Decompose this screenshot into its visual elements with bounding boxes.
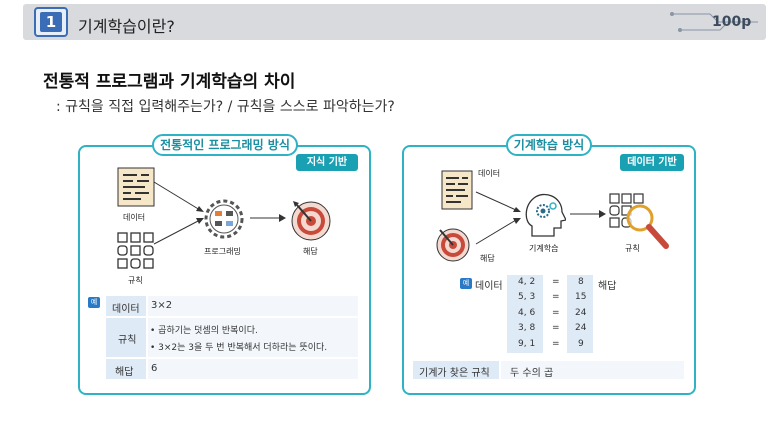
rules-grid-icon [117, 232, 154, 269]
answer-label: 해답 [480, 254, 495, 263]
subtitle: : 규칙을 직접 입력해주는가? / 규칙을 스스로 파악하는가? [56, 99, 395, 115]
knowledge-based-tag: 지식 기반 [296, 154, 358, 171]
data-based-tag: 데이터 기반 [620, 154, 684, 171]
document-icon [117, 167, 155, 207]
table-data-label: 데이터 [475, 281, 503, 292]
table-value: 3×2 [151, 300, 173, 311]
rules-magnifier-icon [609, 193, 669, 249]
pair-output: 9 [578, 339, 584, 349]
found-rule-value-cell [500, 360, 685, 380]
pair-output: 8 [578, 277, 584, 287]
arrows-to-programming [153, 181, 204, 245]
pair-equals: = [552, 277, 560, 287]
pair-output: 15 [575, 292, 587, 302]
section-number: 1 [40, 12, 62, 32]
example-badge: 예 [88, 297, 100, 308]
traditional-panel-tab: 전통적인 프로그래밍 방식 [152, 134, 298, 156]
section-number-badge: 1 [34, 7, 68, 37]
main-title: 전통적 프로그램과 기계학습의 차이 [43, 72, 296, 92]
pair-equals: = [552, 323, 560, 333]
pair-equals: = [552, 308, 560, 318]
table-value: 6 [151, 363, 158, 374]
circuit-decoration-icon [670, 12, 758, 32]
rule-label: 규칙 [128, 276, 143, 285]
pair-input: 3, 8 [518, 323, 536, 333]
machine-learning-label: 기계학습 [529, 244, 559, 253]
found-rule-label: 기계가 찾은 규칙 [419, 368, 490, 379]
pair-input: 5, 3 [518, 292, 536, 302]
arrows-to-ml [475, 191, 521, 245]
found-rule-value: 두 수의 곱 [510, 368, 554, 379]
pair-input: 4, 6 [518, 308, 536, 318]
table-value-cell [147, 358, 359, 380]
page-number: 100p [712, 14, 752, 30]
table-answer-label: 해답 [598, 281, 617, 292]
found-rule-key-cell [412, 360, 500, 380]
pair-equals: = [552, 292, 560, 302]
pair-output: 24 [575, 323, 587, 333]
document-icon [441, 170, 473, 210]
pair-input: 9, 1 [518, 339, 536, 349]
table-key-cell [105, 295, 147, 317]
table-key: 규칙 [118, 335, 137, 346]
table-value-cell [147, 295, 359, 317]
pair-output: 24 [575, 308, 587, 318]
outputs-column [566, 274, 594, 354]
data-label: 데이터 [123, 213, 146, 222]
inputs-column [506, 274, 544, 354]
programming-gear-icon [204, 199, 244, 239]
section-header-bar [23, 4, 766, 40]
pair-input: 4, 2 [518, 277, 536, 287]
table-key-cell [105, 358, 147, 380]
target-icon [436, 228, 470, 262]
programming-label: 프로그래밍 [204, 247, 241, 256]
rule-label: 규칙 [625, 244, 640, 253]
brain-head-icon [525, 193, 566, 237]
table-value-cell [147, 317, 359, 358]
table-key: 데이터 [112, 304, 140, 315]
arrow-to-rule [570, 210, 606, 218]
pair-equals: = [552, 339, 560, 349]
table-rule-line: • 3×2는 3을 두 번 반복해서 더하라는 뜻이다. [150, 343, 328, 353]
table-key: 해답 [115, 367, 134, 378]
answer-label: 해답 [303, 247, 318, 256]
machine-learning-panel-tab: 기계학습 방식 [506, 134, 592, 156]
arrow-to-answer [250, 214, 286, 222]
data-label: 데이터 [478, 169, 501, 178]
table-rule-line: • 곱하기는 덧셈의 반복이다. [150, 326, 258, 336]
table-key-cell [105, 317, 147, 358]
section-title: 기계학습이란? [78, 17, 175, 36]
target-icon [291, 201, 331, 241]
example-badge: 예 [460, 278, 472, 289]
